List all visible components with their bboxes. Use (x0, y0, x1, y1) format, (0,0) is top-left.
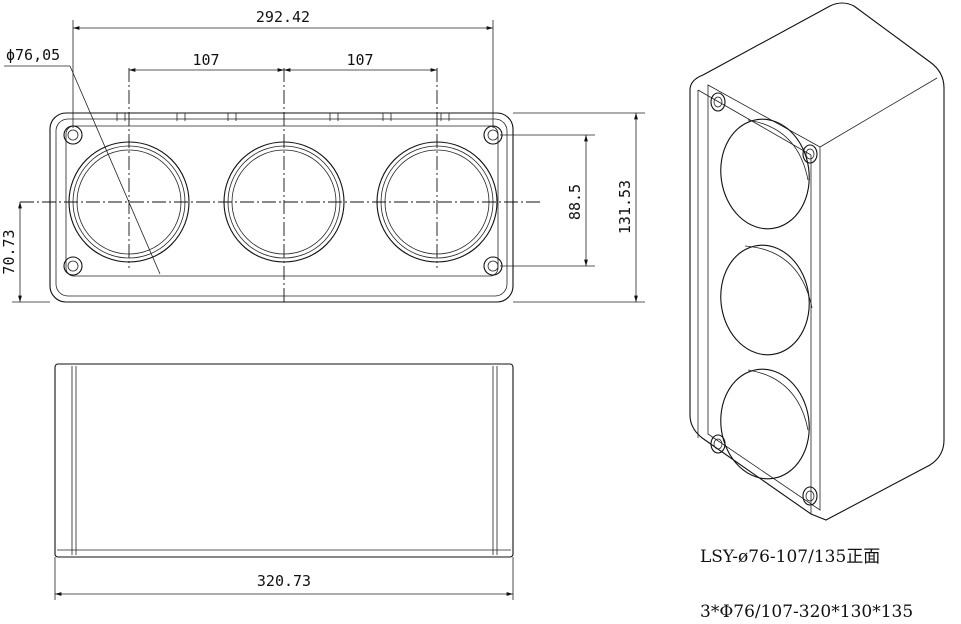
dim-label-320: 320.73 (257, 572, 311, 590)
dim-side-width: 320.73 (54, 557, 514, 600)
front-outer-frame (49, 112, 514, 303)
front-lid-edge (65, 125, 499, 277)
dim-label-107-right: 107 (346, 51, 373, 69)
dim-label-292: 292.42 (256, 8, 310, 26)
iso-hole-bottom (720, 368, 810, 480)
dim-vertical-spacing: 88.5 (500, 134, 595, 267)
dim-hole-diameter: ϕ76,05 (4, 46, 161, 275)
iso-hole-top (720, 118, 810, 230)
screw-holes (63, 125, 503, 276)
dim-center-height: 70.73 (0, 202, 50, 303)
caption-spec: 3*Φ76/107-320*130*135 (700, 602, 913, 622)
front-inner-frame (55, 118, 508, 297)
center-lines (20, 68, 540, 305)
dim-label-88: 88.5 (566, 184, 584, 220)
side-view: 320.73 (54, 363, 514, 600)
dim-label-107-left: 107 (192, 51, 219, 69)
iso-front-face (707, 84, 821, 511)
front-view: 292.42 107 107 ϕ76,05 88.5 131.53 (0, 8, 645, 305)
dim-overall-height: 131.53 (513, 112, 645, 303)
caption-model: LSY-ø76-107/135正面 (700, 547, 880, 567)
isometric-view (689, 2, 945, 521)
iso-screw-holes (710, 92, 818, 506)
iso-body-outline (689, 2, 945, 521)
dim-label-70: 70.73 (0, 229, 18, 274)
iso-hole-middle (720, 244, 813, 356)
dim-pitch: 107 107 (129, 51, 437, 72)
side-body (54, 363, 514, 558)
rib-ticks (116, 113, 450, 121)
dim-overall-width: 292.42 (72, 8, 494, 128)
dim-label-131: 131.53 (616, 180, 634, 234)
dim-label-diameter: ϕ76,05 (6, 46, 60, 64)
